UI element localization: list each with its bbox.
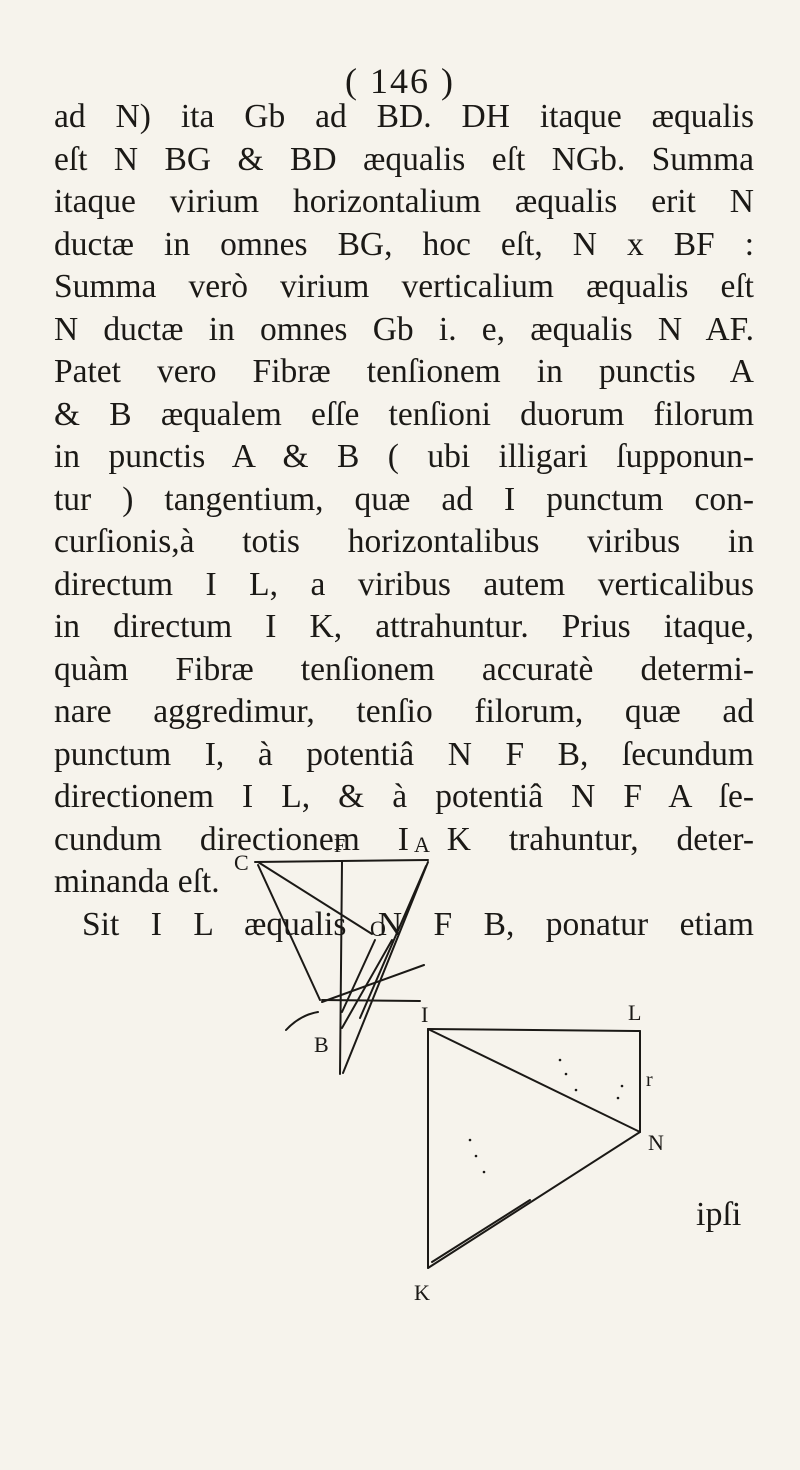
text-line: quàm Fibræ tenſionem accuratè determi- <box>54 650 754 688</box>
figure-line-k-inner <box>431 1199 531 1263</box>
figure-line-ca <box>254 859 429 863</box>
text-line: eſt N BG & BD æqualis eſt NGb. Summa <box>54 140 754 178</box>
figure-line-o-2 <box>341 939 393 1029</box>
text-line: punctum I, à potentiâ N F B, ſecundum <box>54 735 754 773</box>
figure-label-i: I <box>421 1002 428 1027</box>
figure-label-n: N <box>648 1130 664 1155</box>
figure-line-a-long <box>342 861 429 1074</box>
text-line: Summa verò virium verticalium æqualis eſ… <box>54 268 754 305</box>
text-line: ad N) ita Gb ad BD. DH itaque æqualis <box>54 98 754 135</box>
text-line: curſionis,à totis horizontalibus viribus… <box>54 523 754 560</box>
figure-line-il <box>427 1028 641 1032</box>
figure-line-k-n <box>427 1131 641 1269</box>
figure-label-k: K <box>414 1280 430 1305</box>
text-line: & B æqualem eſſe tenſioni duorum filorum <box>54 395 754 433</box>
figure-line-b-1 <box>321 999 421 1002</box>
figure-label-b: B <box>314 1032 329 1057</box>
text-line: in punctis A & B ( ubi illigari ſupponun… <box>54 438 754 475</box>
figure-line-b-2 <box>321 964 425 1003</box>
figure-dotted-marks <box>468 1058 624 1174</box>
text-line: directum I L, a viribus autem verticalib… <box>54 565 754 603</box>
text-line: ductæ in omnes BG, hoc eſt, N x BF : <box>54 225 754 263</box>
text-line: N ductæ in omnes Gb i. e, æqualis N AF. <box>54 310 754 348</box>
figure-label-f: F <box>334 835 345 857</box>
text-line: Patet vero Fibræ tenſionem in punctis A <box>54 353 754 390</box>
text-line: cundum directionem I K trahuntur, deter- <box>54 820 754 858</box>
figure-label-o: O <box>370 916 386 941</box>
body-text: ad N) ita Gb ad BD. DH itaque æqualis eſ… <box>54 96 754 946</box>
text-line: nare aggredimur, tenſio filorum, quæ ad <box>54 693 754 730</box>
figure-line-f-vertical <box>339 861 343 1075</box>
catchword: ipſi <box>696 1196 742 1233</box>
text-line: directionem I L, & à potentiâ N F A ſe- <box>54 778 754 815</box>
figure-line-c-o <box>257 861 373 935</box>
text-line: Sit I L æqualis N F B, ponatur etiam <box>82 905 754 943</box>
text-line: in directum I K, attrahuntur. Prius itaq… <box>54 608 754 645</box>
figure-arc-b <box>285 1011 319 1031</box>
figure-label-c: C <box>234 850 249 875</box>
figure-line-c-b <box>257 864 321 1001</box>
text-line: tur ) tangentium, quæ ad I punctum con- <box>54 480 754 518</box>
figure-line-a-short <box>359 865 427 1019</box>
page-number: ( 146 ) <box>345 61 455 101</box>
text-line: minanda eſt. <box>54 863 220 900</box>
figure-line-i-n <box>427 1028 641 1133</box>
figure-label-r: r <box>646 1069 653 1091</box>
figure-label-l: L <box>628 1000 641 1025</box>
text-line: itaque virium horizontalium æqualis erit… <box>54 183 754 220</box>
figure-label-a: A <box>414 832 430 857</box>
